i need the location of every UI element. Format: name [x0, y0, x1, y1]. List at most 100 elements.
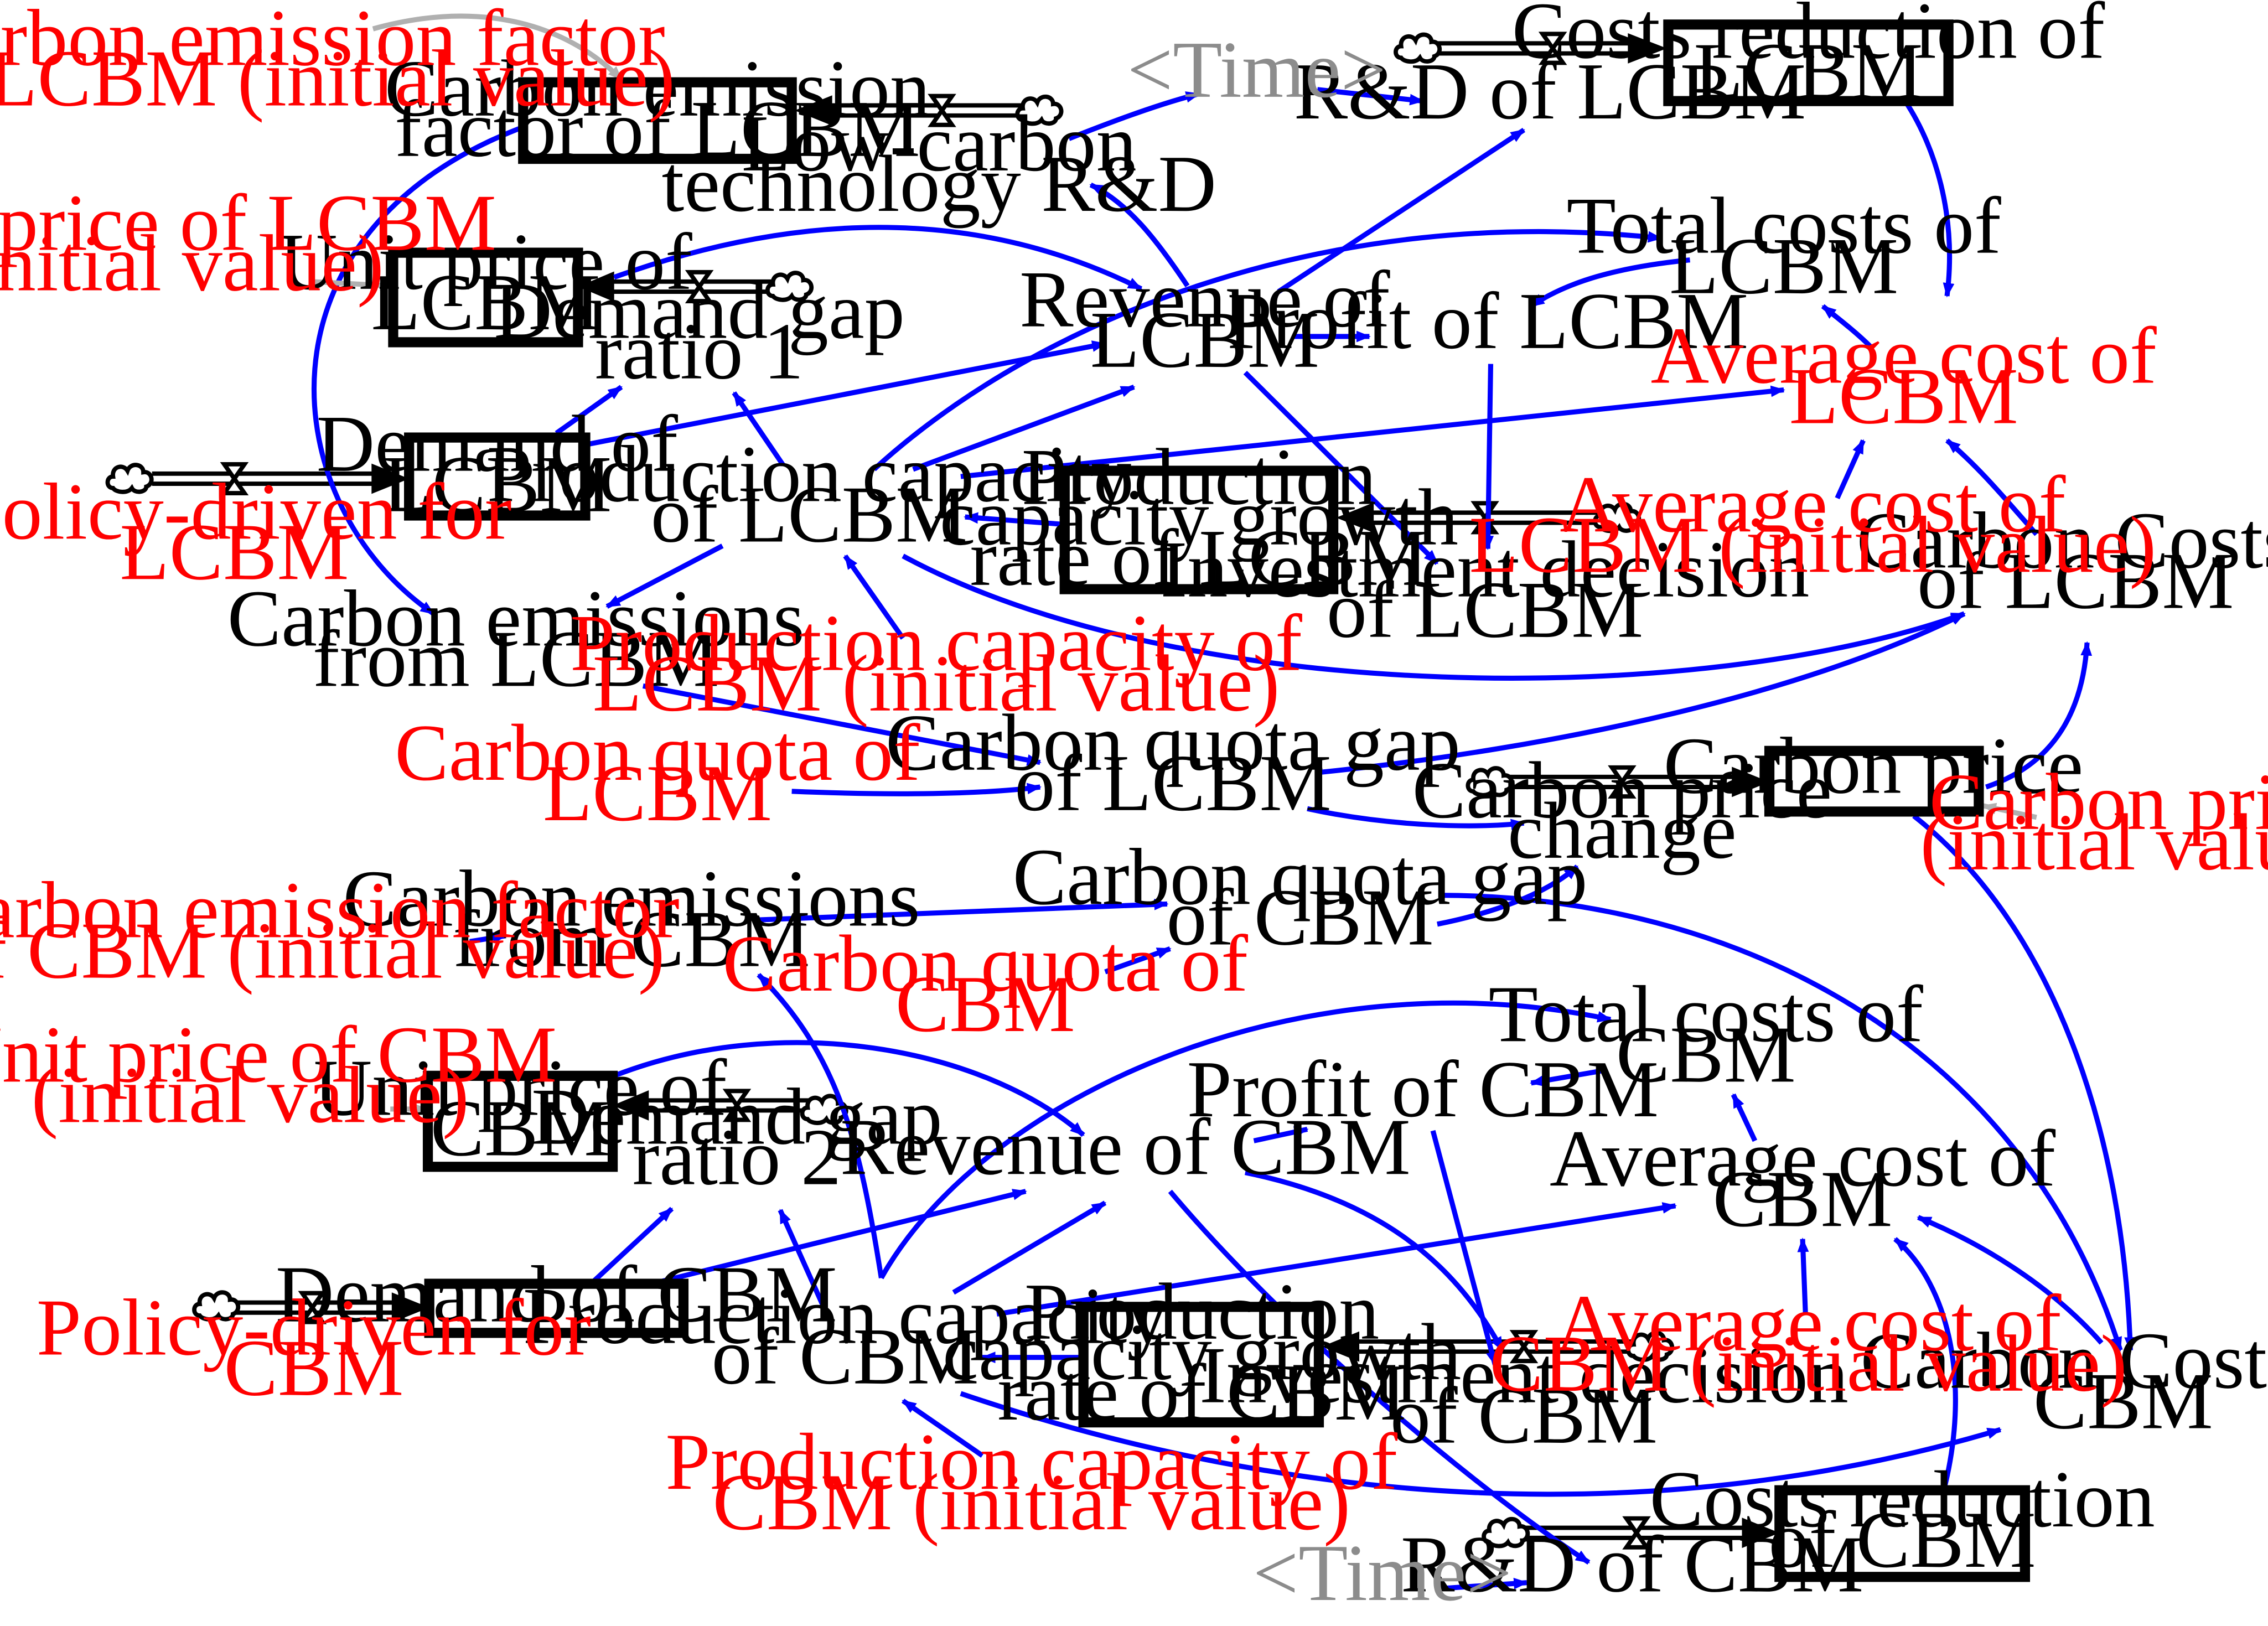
stock-cef-lcbm[interactable]: Carbon emissionfactor of LCBM	[385, 44, 930, 174]
label-line: Unit price of	[279, 217, 692, 307]
label-line: Costs reduction	[1650, 1454, 2155, 1544]
stock-carbon-price[interactable]: Carbon price	[1664, 721, 2084, 810]
label-line: R&D of LCBM	[1294, 46, 1806, 136]
label-line: Carbon emission	[385, 44, 930, 133]
label-line: Carbon quota of	[722, 919, 1248, 1008]
label-line: Average cost of	[1555, 1278, 2061, 1368]
flow-dgr2	[613, 1090, 846, 1123]
stock-costs-red-lcbm[interactable]: Costs reduction ofLCBM	[1512, 0, 2105, 116]
var-profit-lcbm[interactable]: Profit of LCBM	[1227, 276, 1748, 366]
var-total-costs-lcbm[interactable]: Total costs ofLCBM	[1567, 181, 2001, 311]
var-revenue-lcbm[interactable]: Revenue ofLCBM	[1019, 255, 1390, 385]
label-line: Policy-driven for	[37, 1282, 591, 1372]
var-revenue-cbm[interactable]: Revenue of CBM	[840, 1102, 1411, 1192]
var-lc-rd[interactable]: Low-carbontechnology R&D	[662, 99, 1216, 229]
param-unit-price-lcbm-init[interactable]: Unit price of LCBM(initial value)	[0, 178, 496, 308]
var-quota-gap-lcbm[interactable]: Carbon quota gapof LCBM	[886, 698, 1461, 828]
var-rd-lcbm[interactable]: R&D of LCBM	[1294, 46, 1806, 136]
var-rd-cbm[interactable]: R&D of CBM	[1401, 1519, 1863, 1609]
label-line: LCBM (initial value)	[593, 639, 1280, 728]
param-carbon-price-init[interactable]: Carbon price(initial value)	[1920, 757, 2268, 887]
var-carbon-costs-cbm[interactable]: Carbon Costs ofCBM	[1860, 1316, 2268, 1446]
var-prod-cap-lcbm[interactable]: Production capacityof LCBM	[487, 429, 1131, 559]
stock-box-pcgr-cbm[interactable]	[1078, 1302, 1324, 1428]
param-pc-cbm-init[interactable]: Production capacity ofCBM (initial value…	[665, 1417, 1397, 1547]
label-line: Production capacity of	[665, 1417, 1397, 1506]
param-policy-lcbm[interactable]: Policy-driven forLCBM	[0, 467, 512, 597]
stock-pcgr-lcbm[interactable]: Productioncapacity growthrate of LCBM	[940, 432, 1458, 603]
label-line: (initial value)	[32, 1050, 469, 1140]
var-quota-gap-cbm[interactable]: Carbon quota gapof CBM	[1013, 832, 1588, 962]
param-cef-cbm-init[interactable]: Carbon emission factorof CBM (initial va…	[0, 865, 680, 995]
label-line: CBM	[2033, 1356, 2213, 1446]
label-line: Carbon price	[1929, 757, 2268, 847]
var-emissions-cbm[interactable]: Carbon emissionsfrom CBM	[343, 854, 920, 984]
label-line: Low-carbon	[742, 99, 1137, 188]
param-avg-cost-cbm-init[interactable]: Average cost ofCBM (initial value)	[1489, 1278, 2127, 1408]
label-line: capacity growth	[943, 1307, 1461, 1397]
label-line: Total costs of	[1567, 181, 2001, 271]
label-line: Costs reduction of	[1512, 0, 2105, 75]
causal-links	[311, 87, 2136, 1591]
label-line: LCBM	[1669, 221, 1898, 311]
stock-box-costs-reduction-cbm[interactable]	[1774, 1485, 2031, 1582]
var-dgr1[interactable]: Demand gapratio 1	[494, 266, 904, 396]
var-profit-cbm[interactable]: Profit of CBM	[1187, 1044, 1659, 1134]
var-carbon-price-change[interactable]: Carbon pricechange	[1412, 745, 1832, 876]
stock-box-carbon-price[interactable]	[1764, 745, 1984, 817]
param-policy-cbm[interactable]: Policy-driven forCBM	[37, 1282, 591, 1412]
label-line: Carbon emissions	[227, 573, 805, 663]
stock-box-demand-cbm[interactable]	[424, 1278, 689, 1338]
var-dgr2[interactable]: Demand gapratio 2	[531, 1072, 942, 1202]
stock-box-unit-price-lcbm[interactable]	[388, 247, 583, 348]
param-quota-lcbm[interactable]: Carbon quota ofLCBM	[395, 708, 920, 838]
stock-unit-price-cbm[interactable]: Unit price ofCBM	[314, 1043, 727, 1173]
param-pc-lcbm-init[interactable]: Production capacity ofLCBM (initial valu…	[570, 598, 1302, 728]
stock-demand-cbm[interactable]: Demand of CBM	[276, 1249, 837, 1339]
label-line: (initial value)	[1920, 798, 2268, 887]
label-line: Unit price of LCBM	[0, 178, 496, 267]
shadow-time-bottom[interactable]: <Time>	[1253, 1528, 1512, 1618]
param-avg-cost-lcbm[interactable]: Average cost ofLCBM	[1651, 310, 2157, 441]
param-unit-price-cbm-init[interactable]: Unit price of CBM(initial value)	[0, 1009, 557, 1140]
label-line: CBM	[224, 1323, 404, 1413]
stock-box-costs-reduction-lcbm[interactable]	[1663, 19, 1954, 106]
shadow-time-top[interactable]: <Time>	[1127, 25, 1386, 115]
label-line: Average cost of	[1560, 459, 2065, 549]
param-quota-cbm[interactable]: Carbon quota ofCBM	[722, 919, 1248, 1049]
var-carbon-costs-lcbm[interactable]: Carbon Costsof LCBM	[1856, 495, 2268, 625]
label-line: Carbon price	[1664, 721, 2084, 810]
var-avg-cost-cbm[interactable]: Average cost ofCBM	[1550, 1114, 2055, 1244]
stock-box-demand-lcbm[interactable]	[404, 432, 591, 521]
stock-box-pcgr-lcbm[interactable]	[1059, 465, 1339, 594]
stock-box-cef-lcbm[interactable]	[518, 77, 797, 164]
param-avg-cost-lcbm-init[interactable]: Average cost ofLCBM (initial value)	[1469, 459, 2156, 589]
var-inv-cbm[interactable]: Investment decisionof CBM	[1199, 1330, 1848, 1461]
label-line: Profit of LCBM	[1227, 276, 1748, 366]
label-line: Carbon price	[1412, 745, 1832, 835]
param-cef-lcbm-init[interactable]: Carbon emission factorof LCBM (initial v…	[0, 0, 675, 123]
label-line: Production	[1022, 432, 1376, 522]
var-inv-lcbm[interactable]: Investment decisionof LCBM	[1161, 525, 1810, 655]
label-line: CBM (initial value)	[1489, 1319, 2127, 1408]
stock-demand-lcbm[interactable]: Demand ofLCBM	[317, 399, 679, 529]
label-line: LCBM	[1789, 351, 2018, 441]
var-total-costs-cbm[interactable]: Total costs ofCBM	[1489, 969, 1923, 1099]
stock-costs-red-cbm[interactable]: Costs reductionof CBM	[1650, 1454, 2155, 1584]
flow-lowcarbon-rd	[794, 95, 1061, 126]
label-line: of LCBM	[1327, 565, 1643, 655]
label-line: LCBM	[1090, 295, 1319, 385]
stock-box-unit-price-cbm[interactable]	[422, 1070, 618, 1172]
label-line: LCBM	[543, 748, 772, 838]
label-line: technology R&D	[662, 139, 1216, 229]
label-line: Total costs of	[1489, 969, 1923, 1059]
label-line: Demand of	[317, 399, 679, 489]
shadow-links	[310, 13, 2037, 1115]
var-prod-cap-cbm[interactable]: Production capacityof CBM	[523, 1271, 1167, 1401]
var-emissions-lcbm[interactable]: Carbon emissionsfrom LCBM	[227, 573, 805, 703]
label-line: of CBM	[1390, 1371, 1658, 1461]
stock-pcgr-cbm[interactable]: Productioncapacity growthrate of CBM	[943, 1267, 1461, 1437]
label-line: LCBM	[371, 257, 600, 347]
label-line: factor of LCBM	[395, 84, 920, 174]
stock-unit-price-lcbm[interactable]: Unit price ofLCBM	[279, 217, 692, 347]
